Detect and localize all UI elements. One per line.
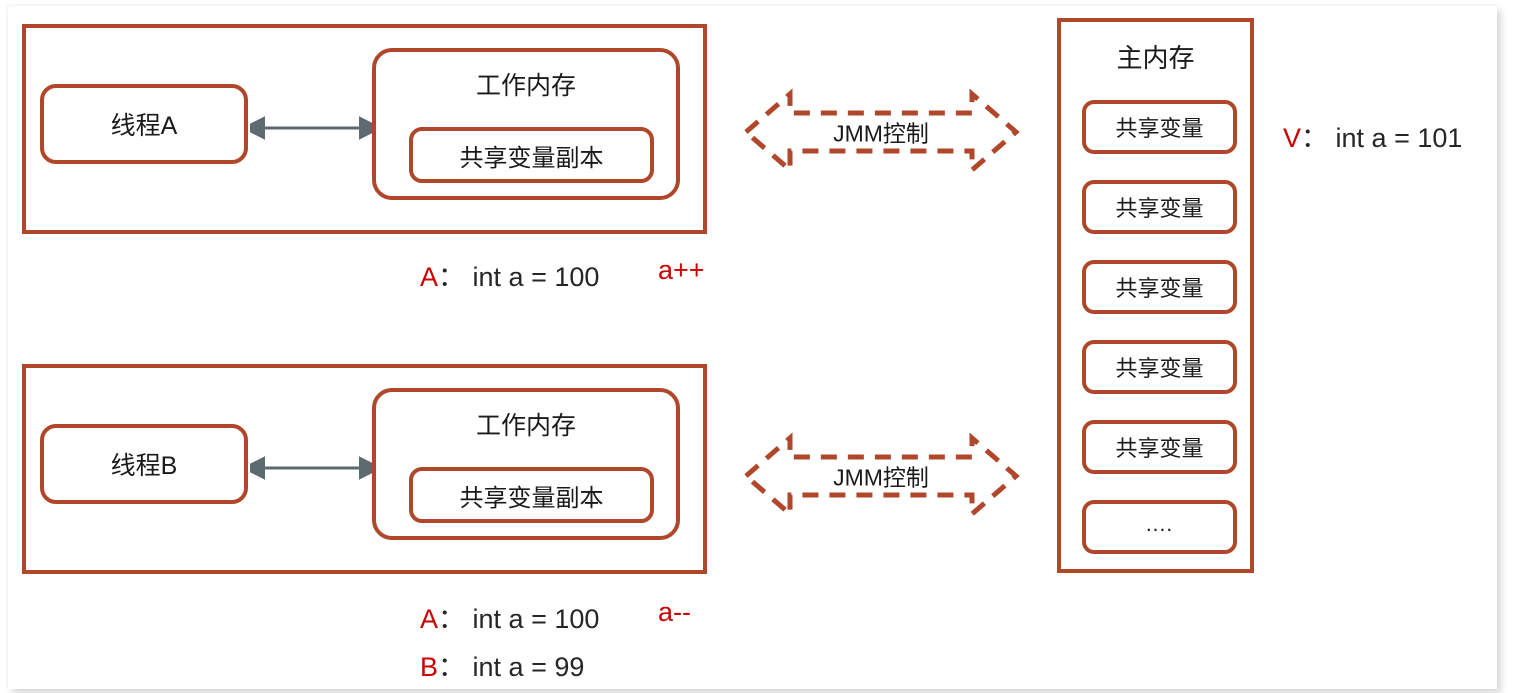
main-memory-variable-label-4: 共享变量	[1115, 356, 1204, 381]
thread-b-annotation-text-2: int a = 99	[472, 652, 585, 682]
thread-a-label: 线程A	[110, 112, 178, 140]
main-memory-variable-label-3: 共享变量	[1115, 276, 1204, 301]
main-memory-variable-1[interactable]: 共享变量	[1082, 100, 1237, 154]
thread-a-annotation-line-1: A： int a = 100	[420, 255, 599, 294]
thread-b-annotation-sep-1: ：	[438, 604, 466, 634]
main-memory-side-note-tag: V	[1283, 123, 1302, 153]
thread-a-operation: a++	[658, 255, 705, 285]
main-memory-variable-label-5: 共享变量	[1115, 436, 1204, 461]
jmm-control-arrow-2: JMM控制	[742, 430, 1020, 522]
thread-b-shared-variable-copy-label: 共享变量副本	[459, 484, 604, 512]
main-memory-variable-4[interactable]: 共享变量	[1082, 340, 1237, 394]
main-memory-title: 主内存	[1116, 43, 1195, 73]
main-memory-variable-3[interactable]: 共享变量	[1082, 260, 1237, 314]
thread-b-annotation-sep-2: ：	[438, 652, 466, 682]
thread-a-shared-variable-copy[interactable]: 共享变量副本	[409, 127, 654, 183]
main-memory-variable-label-6: ....	[1145, 513, 1174, 536]
thread-b-operation: a--	[658, 597, 691, 627]
thread-b-memory-arrow	[250, 456, 374, 480]
thread-b-label: 线程B	[110, 452, 178, 480]
thread-a-annotation-tag: A	[420, 262, 439, 292]
main-memory-variable-label-1: 共享变量	[1115, 116, 1204, 141]
main-memory-variable-5[interactable]: 共享变量	[1082, 420, 1237, 474]
thread-b-annotation-line-1: A： int a = 100	[420, 597, 599, 636]
thread-b-box[interactable]: 线程B	[40, 424, 248, 504]
thread-b-working-memory: 工作内存 共享变量副本	[372, 388, 680, 540]
main-memory-variable-2[interactable]: 共享变量	[1082, 180, 1237, 234]
main-memory-side-note-sep: ：	[1301, 123, 1329, 153]
jmm-control-arrow-1: JMM控制	[742, 86, 1020, 178]
main-memory-variable-6[interactable]: ....	[1082, 500, 1237, 554]
main-memory-variable-label-2: 共享变量	[1115, 196, 1204, 221]
thread-b-annotation-text-1: int a = 100	[472, 604, 600, 634]
thread-b-annotation-tag-1: A	[420, 604, 439, 634]
thread-a-box[interactable]: 线程A	[40, 84, 248, 164]
thread-a-working-memory-title: 工作内存	[475, 72, 576, 100]
thread-b-annotation-line-2: B： int a = 99	[420, 645, 584, 684]
thread-a-memory-arrow	[250, 116, 374, 140]
thread-a-annotation-sep: ：	[438, 262, 466, 292]
thread-a-working-memory: 工作内存 共享变量副本	[372, 48, 680, 200]
thread-a-shared-variable-copy-label: 共享变量副本	[459, 144, 604, 172]
thread-a-annotation-text: int a = 100	[472, 262, 600, 292]
main-memory-frame: 主内存 共享变量 共享变量 共享变量 共享变量 共享变量 ....	[1057, 18, 1254, 573]
thread-b-annotation-tag-2: B	[420, 652, 439, 682]
thread-b-working-memory-title: 工作内存	[475, 412, 576, 440]
main-memory-side-note-text: int a = 101	[1335, 123, 1463, 153]
thread-b-shared-variable-copy[interactable]: 共享变量副本	[409, 467, 654, 523]
main-memory-side-note: V： int a = 101	[1283, 116, 1462, 155]
